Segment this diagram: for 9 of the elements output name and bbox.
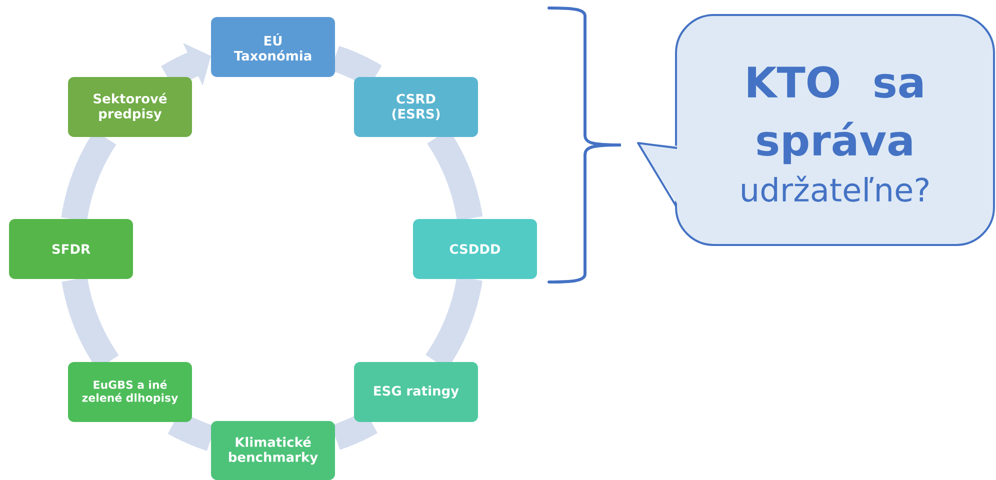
- process-box: EuGBS a iné zelené dlhopisy: [68, 362, 192, 422]
- process-box: Sektorové predpisy: [68, 77, 192, 137]
- process-box: Klimatické benchmarky: [211, 421, 335, 480]
- process-box: EÚ Taxonómia: [211, 17, 335, 77]
- speech-bubble: KTO sa správa udržateľne?: [637, 14, 995, 246]
- process-box: SFDR: [9, 219, 133, 279]
- process-box: CSDDD: [413, 219, 537, 279]
- process-box: CSRD (ESRS): [354, 77, 478, 137]
- process-box: ESG ratingy: [354, 362, 478, 422]
